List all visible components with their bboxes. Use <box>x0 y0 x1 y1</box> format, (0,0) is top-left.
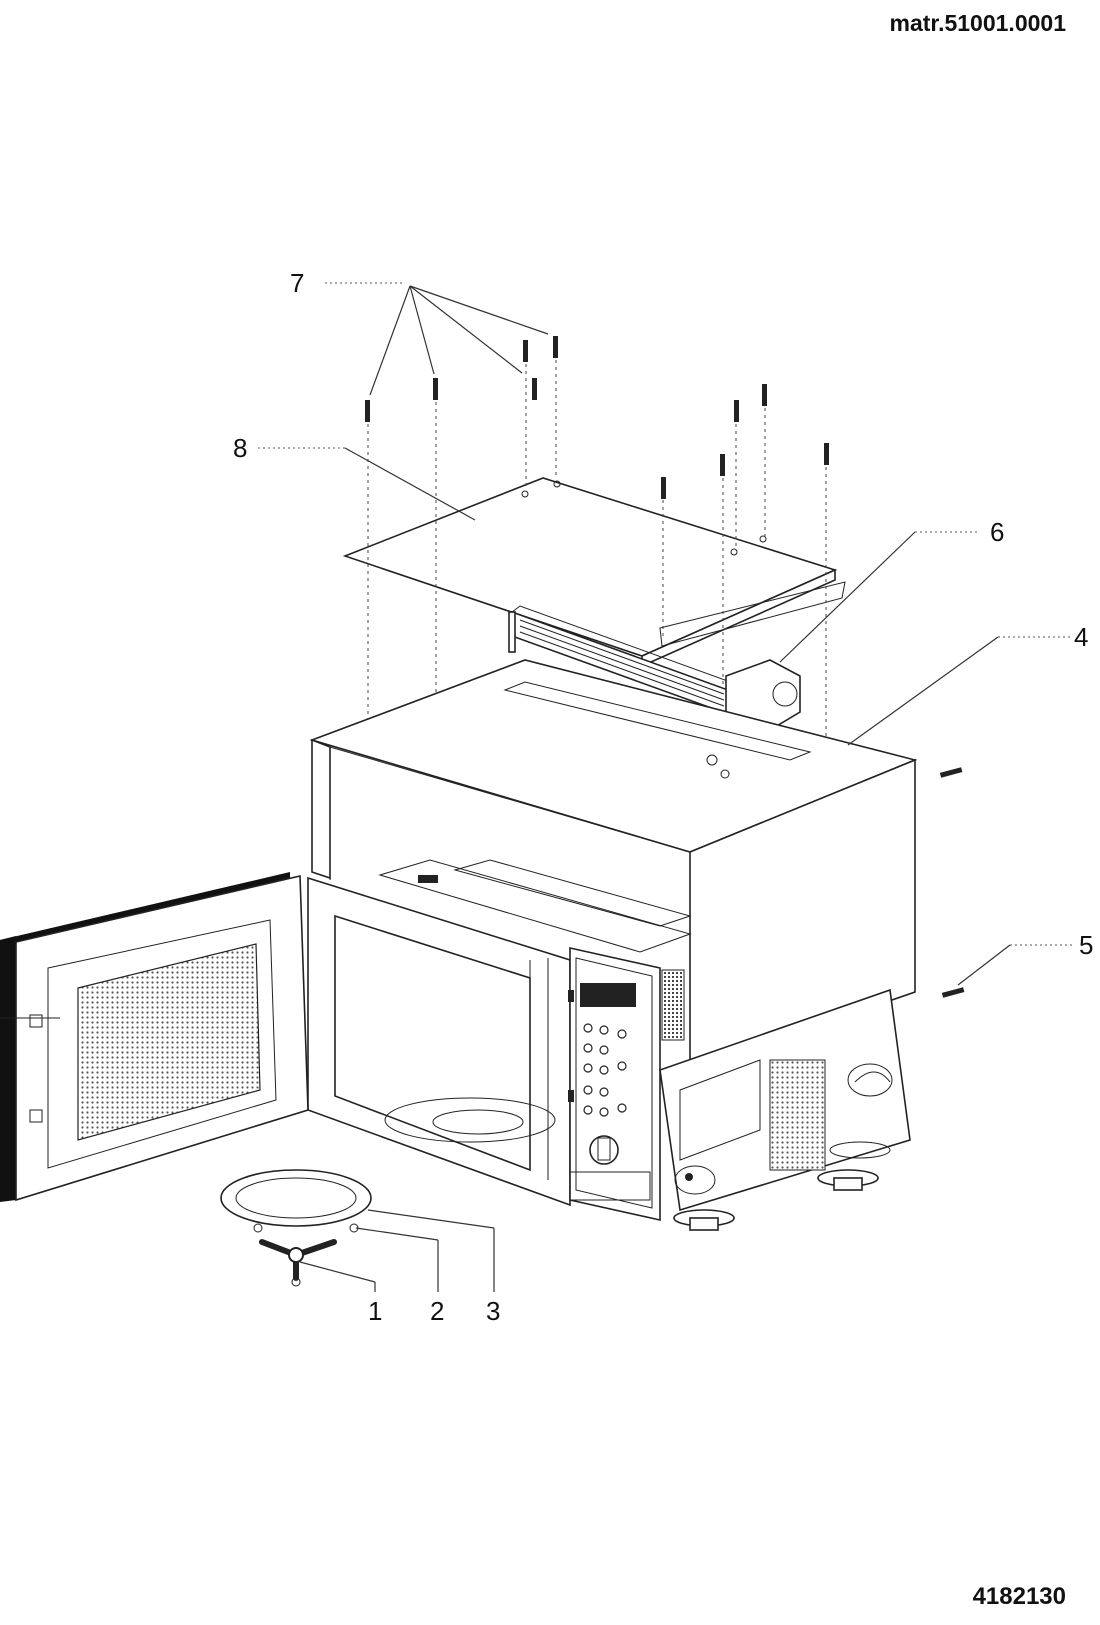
oven-door <box>0 872 309 1202</box>
roller-wheel <box>291 1277 301 1287</box>
screw <box>661 477 666 499</box>
door-viewing-mesh <box>77 943 261 1141</box>
callout-3: 3 <box>486 1296 500 1326</box>
control-panel <box>568 947 661 1221</box>
glass-turntable-tray <box>220 1169 372 1227</box>
callout-7: 7 <box>290 268 304 298</box>
screw <box>734 400 739 422</box>
screw <box>553 336 558 358</box>
cover-screws <box>365 336 829 499</box>
roller-wheel <box>253 1223 263 1233</box>
document-number: 4182130 <box>972 1583 1066 1610</box>
screw <box>824 443 829 465</box>
callout-4: 4 <box>1074 622 1088 652</box>
screw <box>532 378 537 400</box>
rotary-knob <box>589 1135 619 1165</box>
screw <box>523 340 528 362</box>
callout-5: 5 <box>1079 930 1093 960</box>
callout-1: 1 <box>368 1296 382 1326</box>
screw <box>433 378 438 400</box>
roller-support <box>253 1223 359 1287</box>
leader-lines <box>258 282 1075 1292</box>
screw <box>720 454 725 476</box>
screw <box>762 384 767 406</box>
top-cover-plate <box>342 477 846 668</box>
cabinet-outer-casing <box>309 659 918 1072</box>
control-buttons <box>583 1023 627 1117</box>
assembly-guides <box>367 360 827 770</box>
screw <box>365 400 370 422</box>
transformer <box>769 1059 826 1171</box>
display-window <box>580 983 636 1007</box>
callout-2: 2 <box>430 1296 444 1326</box>
callout-8: 8 <box>233 433 247 463</box>
callout-6: 6 <box>990 517 1004 547</box>
document-code: matr.51001.0001 <box>889 10 1067 36</box>
side-vent <box>661 969 685 1041</box>
side-screws <box>939 767 965 998</box>
base-components <box>659 988 911 1231</box>
oven-cavity <box>307 859 692 1207</box>
